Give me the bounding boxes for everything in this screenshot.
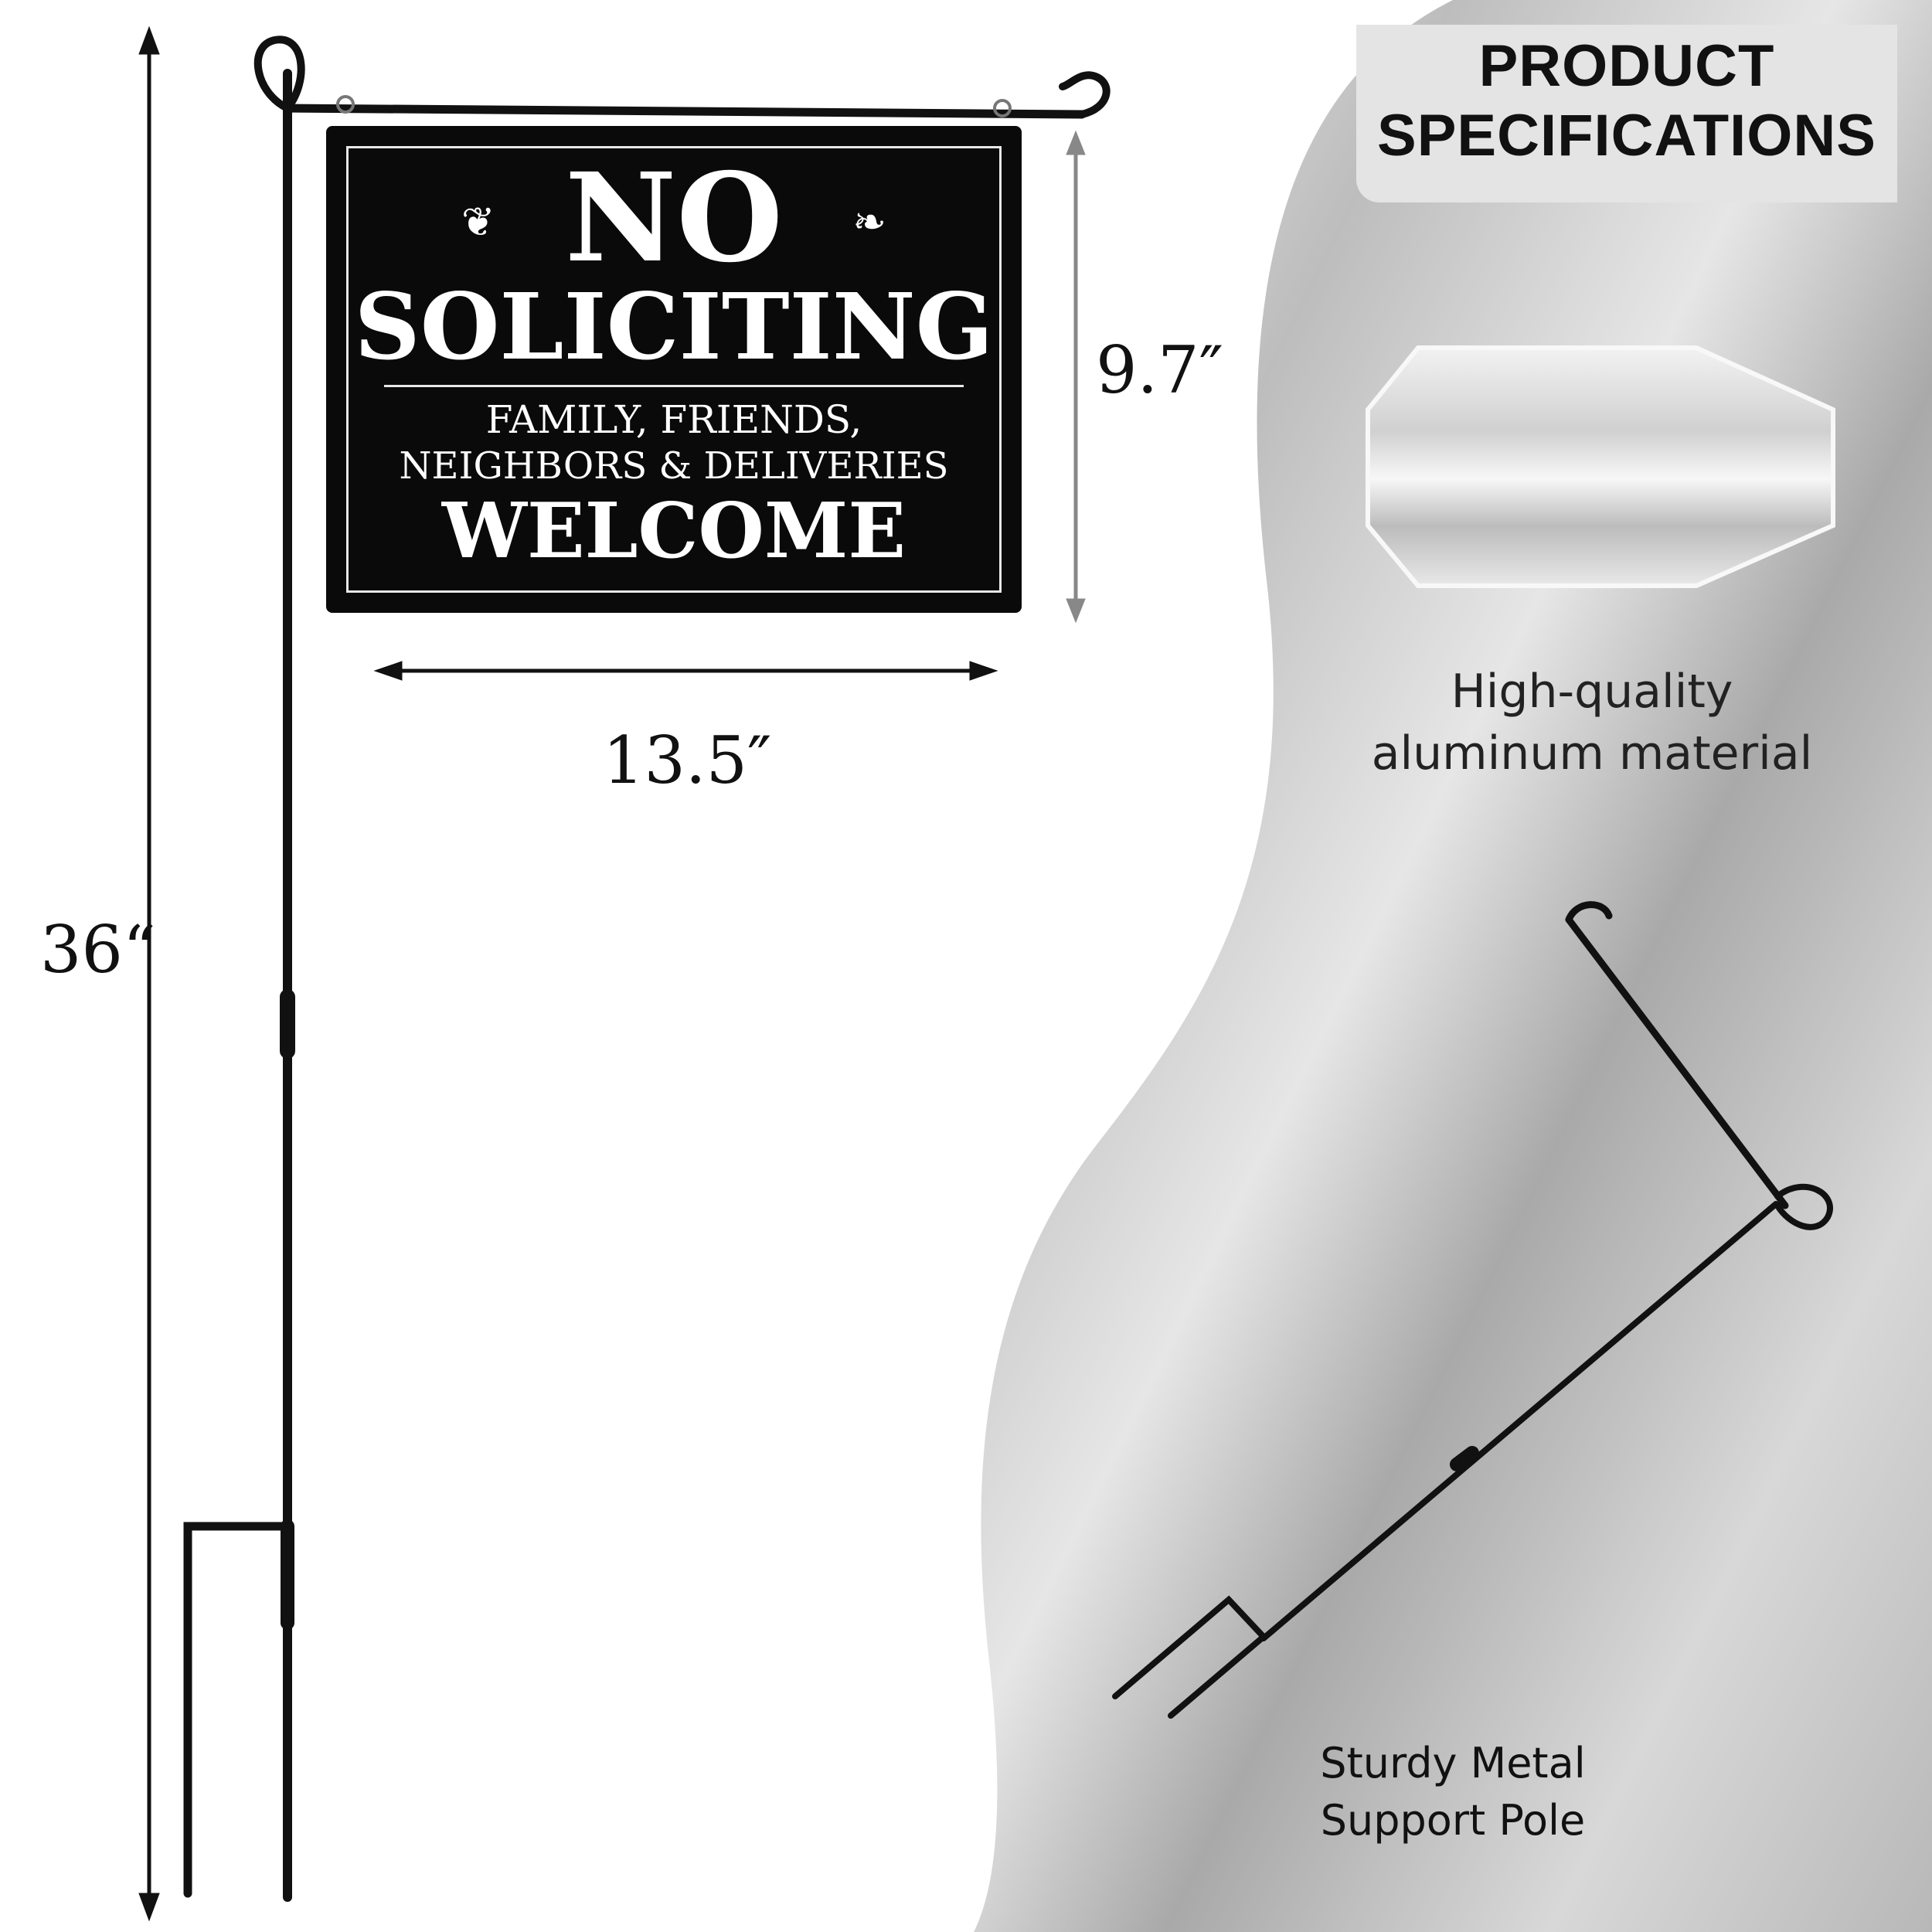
sign-line-neighbors: NEIGHBORS & DELIVERIES — [399, 444, 949, 488]
silver-background-panel — [974, 0, 1932, 1932]
sign-line-soliciting: SOLICITING — [354, 273, 994, 380]
swirl-ornament-left: ❦ — [461, 199, 495, 246]
octagon-aluminum-plate-icon — [1366, 345, 1835, 588]
pole-line-1: Sturdy Metal — [1320, 1739, 1586, 1787]
dimension-arrows — [138, 26, 1086, 1922]
material-feature-label: High-quality aluminum material — [1314, 661, 1870, 784]
height-dimension-label: 9.7″ — [1096, 332, 1223, 408]
garden-flag-pole-icon — [1112, 901, 1833, 1719]
pole-feature-label: Sturdy Metal Support Pole — [1267, 1735, 1638, 1849]
product-specifications-title: PRODUCT SPECIFICATIONS — [1356, 25, 1897, 202]
sign-divider — [384, 385, 964, 387]
sign-border — [346, 146, 1002, 593]
pole-height-dimension-label: 36“ — [40, 912, 156, 988]
swirl-ornament-right: ❧ — [852, 199, 886, 246]
main-flag-pole — [183, 36, 1111, 1902]
sign-line-family: FAMILY, FRIENDS, — [485, 397, 862, 442]
material-line-1: High-quality — [1451, 665, 1733, 719]
width-dimension-label: 13.5″ — [603, 723, 772, 798]
pole-line-2: Support Pole — [1320, 1796, 1586, 1845]
no-soliciting-sign: ❦ ❧ NO SOLICITING FAMILY, FRIENDS, NEIGH… — [326, 126, 1022, 613]
sign-line-welcome: WELCOME — [441, 487, 906, 576]
title-line-1: PRODUCT — [1478, 33, 1775, 99]
material-line-2: aluminum material — [1371, 726, 1813, 781]
title-line-2: SPECIFICATIONS — [1377, 103, 1876, 168]
sign-line-no: NO — [564, 147, 784, 290]
